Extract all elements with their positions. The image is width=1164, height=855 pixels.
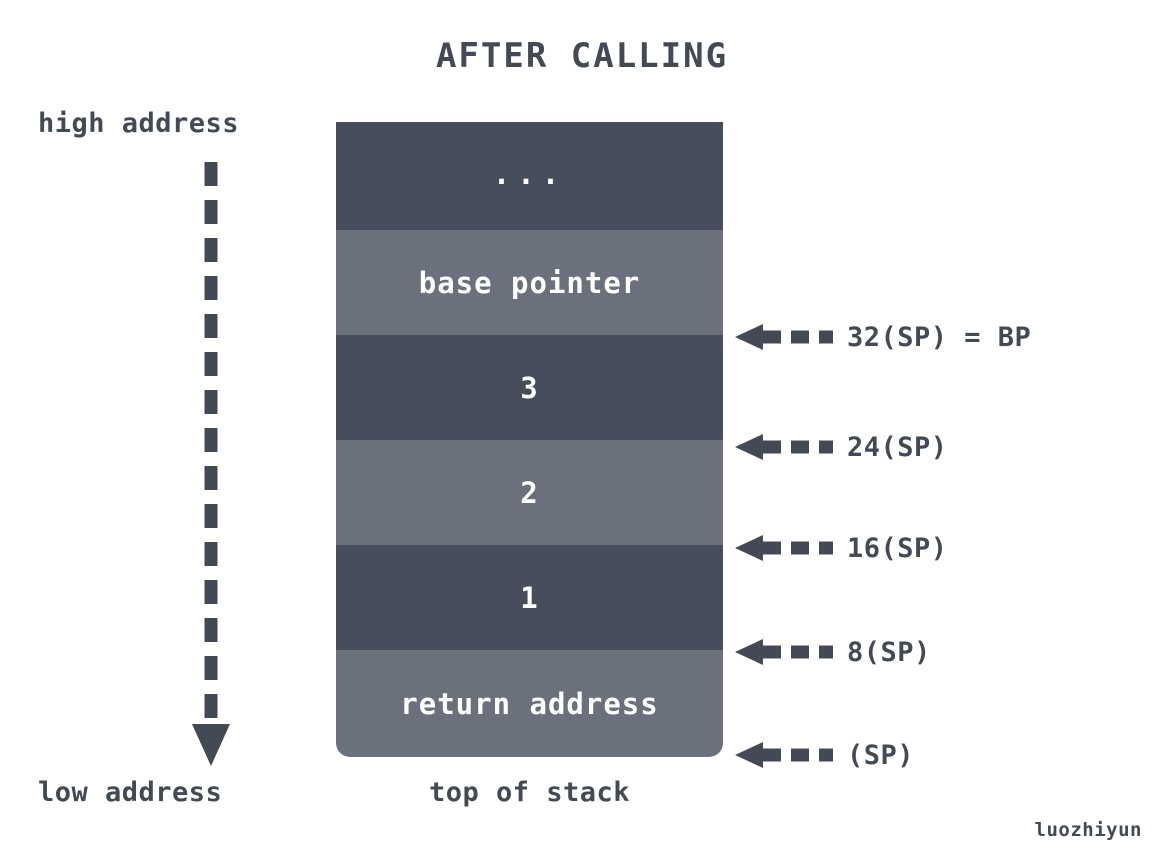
pointer-label: 16(SP) xyxy=(847,532,948,564)
stack-row-label: 3 xyxy=(520,370,539,405)
pointer-annotation: 24(SP) xyxy=(733,431,948,463)
pointer-label: 8(SP) xyxy=(847,636,931,668)
watermark: luozhiyun xyxy=(1034,819,1142,841)
pointer-label: 32(SP) = BP xyxy=(847,321,1032,353)
stack-row: 1 xyxy=(336,545,723,650)
stack-row: base pointer xyxy=(336,230,723,335)
stack-caption: top of stack xyxy=(428,777,631,808)
pointer-label: 24(SP) xyxy=(847,431,948,463)
pointer-label: (SP) xyxy=(847,739,915,771)
pointer-annotation: (SP) xyxy=(733,739,915,771)
stack-row: ... xyxy=(336,122,723,230)
pointer-annotation: 8(SP) xyxy=(733,636,931,668)
left-arrow-dashed-icon xyxy=(735,535,833,561)
left-arrow-dashed-icon xyxy=(735,434,833,460)
left-arrow-dashed-icon xyxy=(735,324,833,350)
pointer-annotation: 16(SP) xyxy=(733,532,948,564)
left-arrow-dashed-icon xyxy=(735,639,833,665)
stack-row-label: ... xyxy=(492,157,567,191)
page-title: AFTER CALLING xyxy=(435,36,729,76)
stack-row-label: return address xyxy=(400,686,659,721)
stack-row-label: 1 xyxy=(520,580,539,615)
pointer-annotation: 32(SP) = BP xyxy=(733,321,1032,353)
stack-row-label: base pointer xyxy=(418,265,641,300)
stack-frame-box: ... base pointer 3 2 1 return address xyxy=(336,122,723,757)
stack-row: 2 xyxy=(336,440,723,545)
stack-row: return address xyxy=(336,650,723,757)
down-arrow-dashed-icon xyxy=(186,160,236,768)
stack-row-label: 2 xyxy=(520,475,539,510)
left-arrow-dashed-icon xyxy=(735,742,833,768)
high-address-label: high address xyxy=(38,108,240,139)
stack-row: 3 xyxy=(336,335,723,440)
low-address-label: low address xyxy=(38,777,223,808)
